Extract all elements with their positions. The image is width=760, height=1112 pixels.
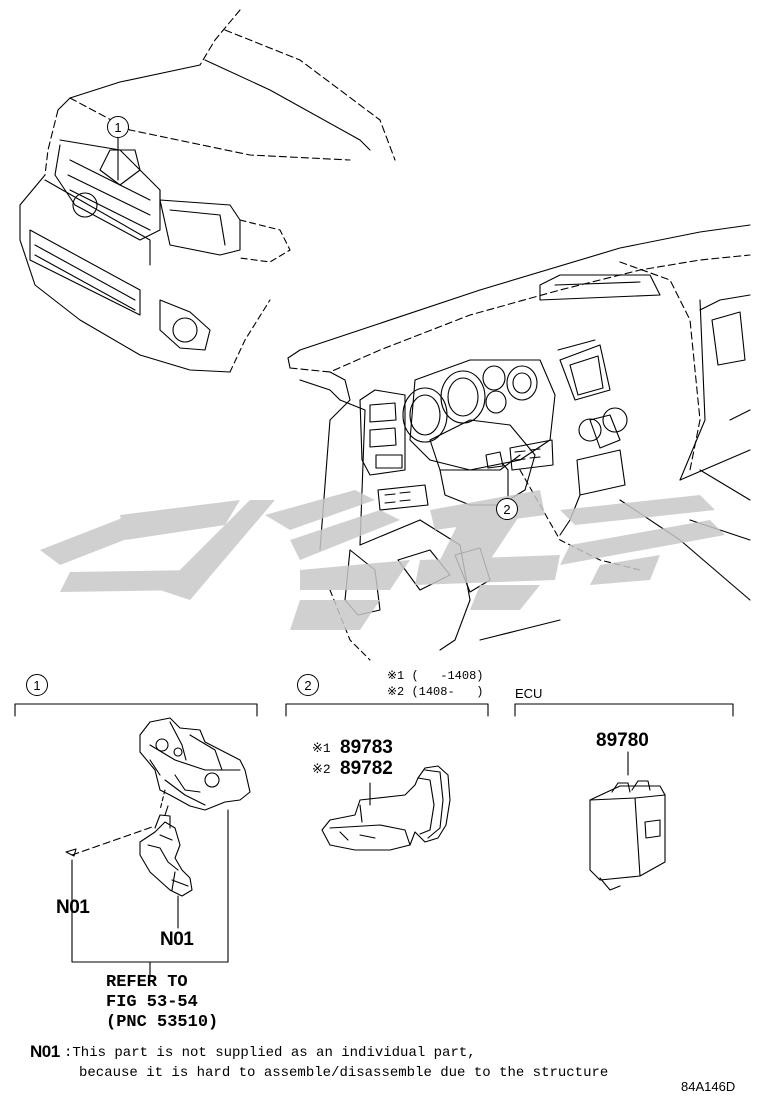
n01-label-bottom: N01 (160, 929, 194, 950)
section-2-marker: 2 (297, 674, 319, 696)
n01-label-left: N01 (56, 897, 90, 918)
part-number-89780[interactable]: 89780 (596, 730, 649, 751)
figure-id: 84A146D (681, 1079, 736, 1094)
part-number-89783[interactable]: 89783 (340, 737, 393, 758)
footnote-code: N01 (30, 1042, 60, 1061)
section-1-marker: 1 (26, 674, 48, 696)
ecu-label: ECU (515, 686, 543, 701)
footnote-line-2: because it is hard to assemble/disassemb… (79, 1065, 609, 1081)
truck-front-drawing (19, 9, 396, 373)
switch-drawing (321, 765, 451, 851)
applicability-note-1: ※1 ( -1408) (387, 669, 484, 683)
hood-lock-drawing (65, 717, 251, 976)
dashboard-drawing (287, 224, 751, 661)
callout-2-top: 2 (496, 498, 518, 520)
part-1-applicability-mark: ※1 (312, 741, 331, 756)
part-2-applicability-mark: ※2 (312, 762, 331, 777)
refer-to-line-2[interactable]: FIG 53-54 (106, 993, 198, 1012)
refer-to-line-3: (PNC 53510) (106, 1013, 219, 1032)
refer-to-line-1: REFER TO (106, 973, 188, 992)
watermark-logo (40, 490, 725, 630)
footnote-line-1: :This part is not supplied as an individ… (64, 1045, 476, 1061)
callout-1-top: 1 (107, 116, 129, 138)
part-number-89782[interactable]: 89782 (340, 758, 393, 779)
ecu-drawing (589, 751, 666, 891)
applicability-note-2: ※2 (1408- ) (387, 685, 484, 699)
